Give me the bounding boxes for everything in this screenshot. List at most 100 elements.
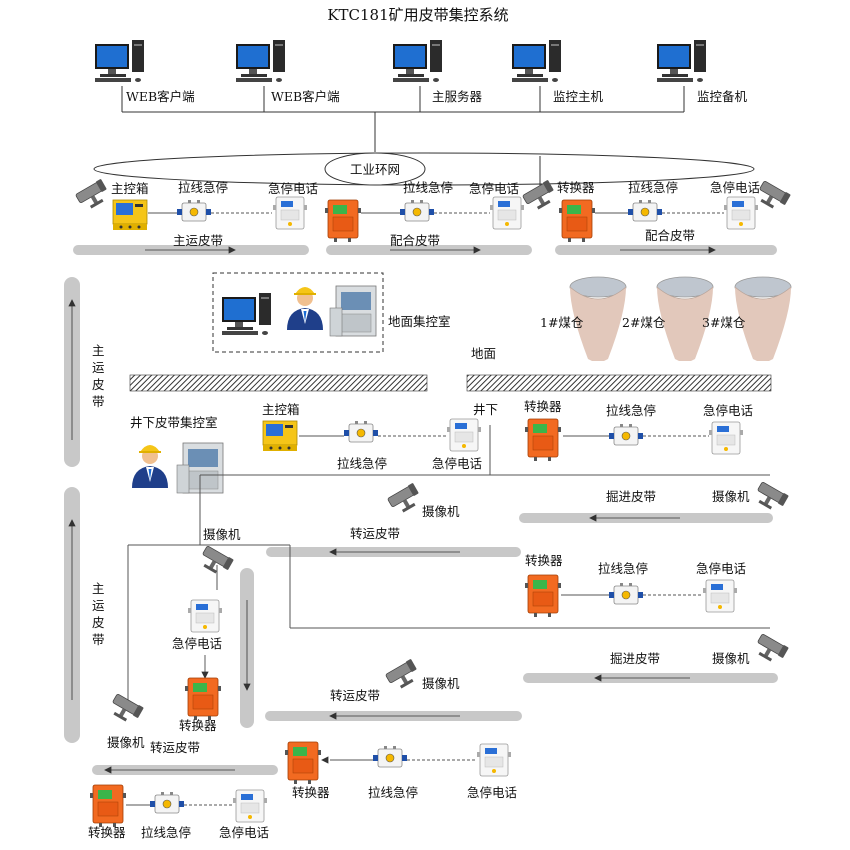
person-icon xyxy=(132,445,168,488)
converter-label: 转换器 xyxy=(557,180,595,195)
estop-label: 拉线急停 xyxy=(141,825,191,840)
bunker-label: 3#煤仓 xyxy=(702,315,746,330)
emergency-phone xyxy=(446,418,482,452)
computer-label: WEB客户端 xyxy=(271,89,340,104)
industrial-ring xyxy=(93,152,755,186)
converter-label: 转换器 xyxy=(88,825,126,840)
computer-icon xyxy=(95,40,144,82)
emergency-phone xyxy=(489,196,525,230)
pull-wire-estop xyxy=(608,423,644,446)
person-icon xyxy=(287,287,323,330)
underground-room-label: 井下皮带集控室 xyxy=(130,415,218,430)
emergency-phone xyxy=(708,421,744,455)
camera-label: 摄像机 xyxy=(422,504,460,519)
camera-icon xyxy=(106,692,145,727)
estop-label: 拉线急停 xyxy=(606,403,656,418)
emergency-phone xyxy=(232,789,268,823)
camera-icon xyxy=(384,658,422,693)
ground-room-label: 地面集控室 xyxy=(388,314,451,329)
computer-label: WEB客户端 xyxy=(126,89,195,104)
pull-wire-estop xyxy=(176,199,212,222)
pull-wire-estop xyxy=(608,582,644,605)
converter-label: 转换器 xyxy=(524,399,562,414)
computer-icon xyxy=(393,40,442,82)
belt-label: 配合皮带 xyxy=(390,233,440,248)
pull-wire-estop xyxy=(399,199,435,222)
ground-label: 地面 xyxy=(471,346,496,361)
estop-label: 拉线急停 xyxy=(368,785,418,800)
pull-wire-estop xyxy=(627,199,663,222)
computer-icon xyxy=(512,40,561,82)
phone-label: 急停电话 xyxy=(268,181,318,196)
emergency-phone xyxy=(272,196,308,230)
phone-label: 急停电话 xyxy=(710,180,760,195)
converter-label: 转换器 xyxy=(525,553,563,568)
belt-label: 配合皮带 xyxy=(645,228,695,243)
converter xyxy=(524,574,562,618)
estop-label: 拉线急停 xyxy=(598,561,648,576)
belt-label: 转运皮带 xyxy=(150,740,200,755)
estop-label: 拉线急停 xyxy=(178,180,228,195)
camera-icon xyxy=(74,178,112,213)
diagram-title: KTC181矿用皮带集控系统 xyxy=(327,6,508,24)
main-control-box xyxy=(112,199,148,231)
belt-label: 主运皮带 xyxy=(173,233,223,248)
phone-label: 急停电话 xyxy=(219,825,269,840)
phone-label: 急停电话 xyxy=(467,785,517,800)
phone-label: 急停电话 xyxy=(469,181,519,196)
emergency-phone xyxy=(723,196,759,230)
emergency-phone xyxy=(702,579,738,613)
camera-icon xyxy=(386,482,424,517)
belt-label: 转运皮带 xyxy=(330,688,380,703)
converter xyxy=(89,784,127,828)
camera-label: 摄像机 xyxy=(107,735,145,750)
emergency-phone xyxy=(187,599,223,633)
converter xyxy=(524,418,562,462)
camera-label: 摄像机 xyxy=(712,651,750,666)
converter xyxy=(284,741,322,785)
vertical-belt-label: 主运皮带 xyxy=(92,343,105,409)
ground-strip xyxy=(129,374,428,392)
belt-label: 掘进皮带 xyxy=(610,651,660,666)
converter-label: 转换器 xyxy=(292,785,330,800)
camera-icon xyxy=(196,544,235,579)
phone-label: 急停电话 xyxy=(696,561,746,576)
pull-wire-estop xyxy=(343,420,379,443)
computer-icon xyxy=(222,293,271,335)
converter xyxy=(184,677,222,721)
phone-label: 急停电话 xyxy=(432,456,482,471)
cabinet-icon xyxy=(329,285,377,337)
ring-label: 工业环网 xyxy=(350,162,400,177)
computer-label: 监控主机 xyxy=(553,89,604,104)
computer-icon xyxy=(236,40,285,82)
main-box-label: 主控箱 xyxy=(262,402,300,417)
camera-icon xyxy=(751,632,790,667)
estop-label: 拉线急停 xyxy=(337,456,387,471)
vertical-belt-label: 主运皮带 xyxy=(92,581,105,647)
camera-icon xyxy=(751,480,790,515)
camera-label: 摄像机 xyxy=(203,527,241,542)
belt-label: 掘进皮带 xyxy=(606,489,656,504)
ground-strip xyxy=(466,374,772,392)
main-box-label: 主控箱 xyxy=(111,181,149,196)
bunker-label: 2#煤仓 xyxy=(622,315,666,330)
belt-label: 转运皮带 xyxy=(350,526,400,541)
pull-wire-estop xyxy=(372,745,408,768)
converter-label: 转换器 xyxy=(179,718,217,733)
bunker-label: 1#煤仓 xyxy=(540,315,584,330)
underground-label: 井下 xyxy=(473,402,498,417)
phone-label: 急停电话 xyxy=(172,636,222,651)
estop-label: 拉线急停 xyxy=(628,180,678,195)
ground-control-room xyxy=(212,272,384,353)
main-control-box xyxy=(262,420,298,452)
computer-icon xyxy=(657,40,706,82)
converter xyxy=(558,199,596,243)
phone-label: 急停电话 xyxy=(703,403,753,418)
camera-label: 摄像机 xyxy=(422,676,460,691)
estop-label: 拉线急停 xyxy=(403,180,453,195)
emergency-phone xyxy=(476,743,512,777)
pull-wire-estop xyxy=(149,791,185,814)
camera-label: 摄像机 xyxy=(712,489,750,504)
computer-label: 监控备机 xyxy=(697,89,748,104)
